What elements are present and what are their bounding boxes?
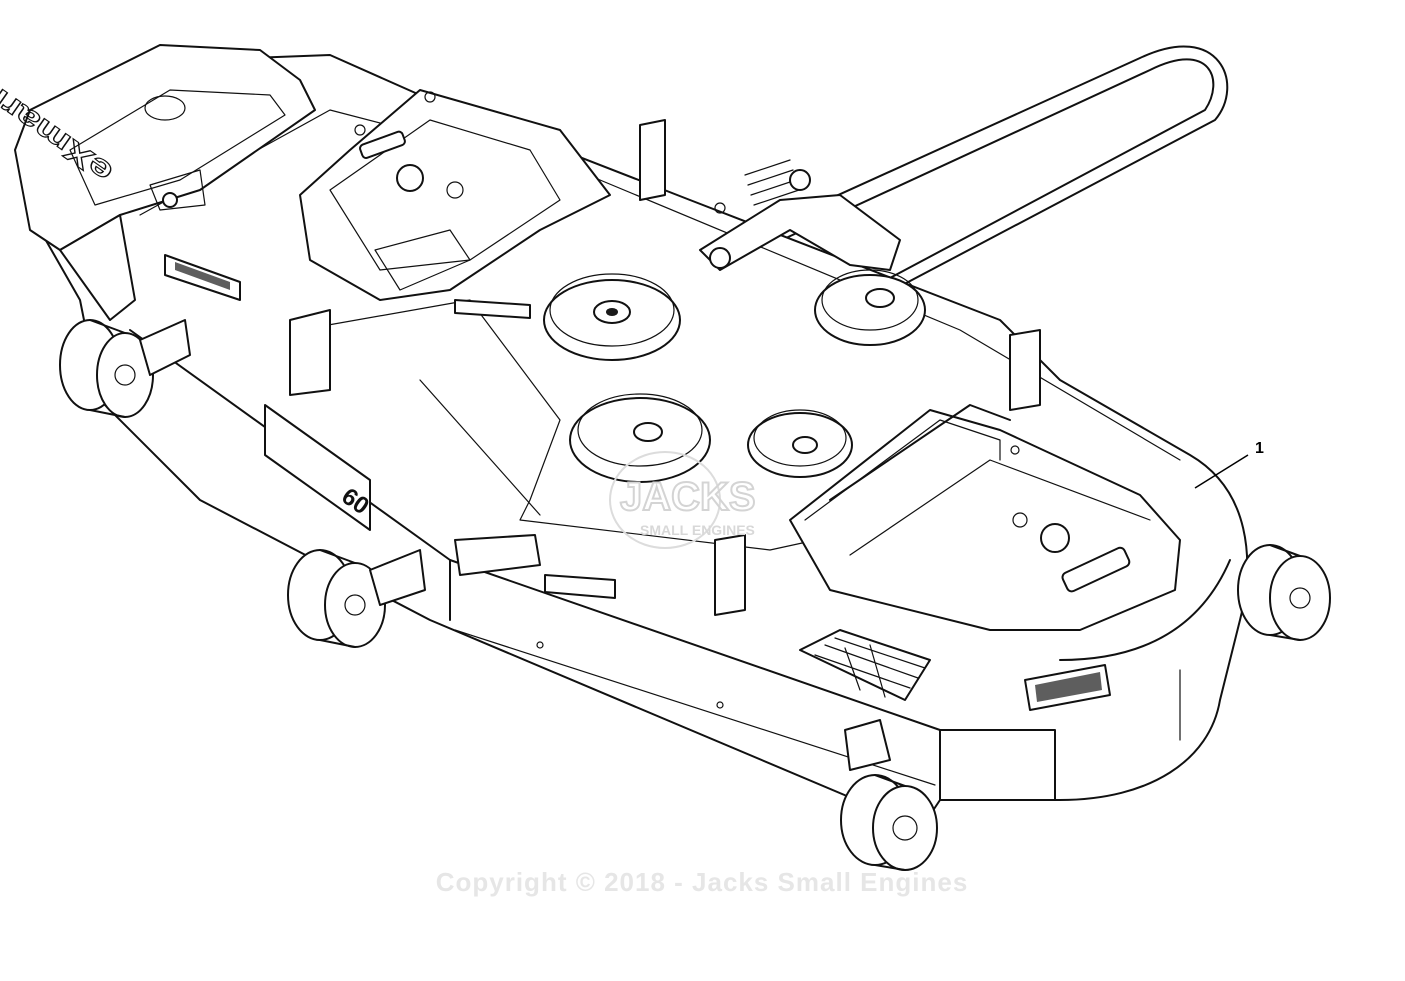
idler-arm-assembly <box>699 159 901 271</box>
discharge-cover: eXmark <box>0 44 316 321</box>
left-spindle-pulley <box>569 393 711 483</box>
rear-right-caster-wheel <box>840 719 938 871</box>
deck-fasteners <box>354 91 1020 709</box>
vent-grille <box>799 629 931 701</box>
left-belt-cover <box>299 89 611 301</box>
right-belt-cover <box>789 404 1181 631</box>
drive-belt <box>747 45 1229 319</box>
right-spindle-pulley <box>747 409 853 478</box>
svg-text:SMALL ENGINES: SMALL ENGINES <box>640 522 755 538</box>
part-callout-1: 1 <box>1194 440 1264 489</box>
watermark-logo: JACKS SMALL ENGINES <box>609 451 757 549</box>
callout-number: 1 <box>1255 440 1264 457</box>
safety-decals <box>164 254 1111 711</box>
idler-pulley <box>814 269 926 346</box>
front-right-caster-wheel <box>1237 544 1331 641</box>
rear-left-caster-wheel <box>287 549 426 648</box>
svg-text:JACKS: JACKS <box>620 475 756 519</box>
mounting-brackets <box>289 119 1041 616</box>
copyright-watermark: Copyright © 2018 - Jacks Small Engines <box>436 867 969 897</box>
center-pulley <box>543 273 681 361</box>
front-left-caster-wheel <box>59 319 191 418</box>
